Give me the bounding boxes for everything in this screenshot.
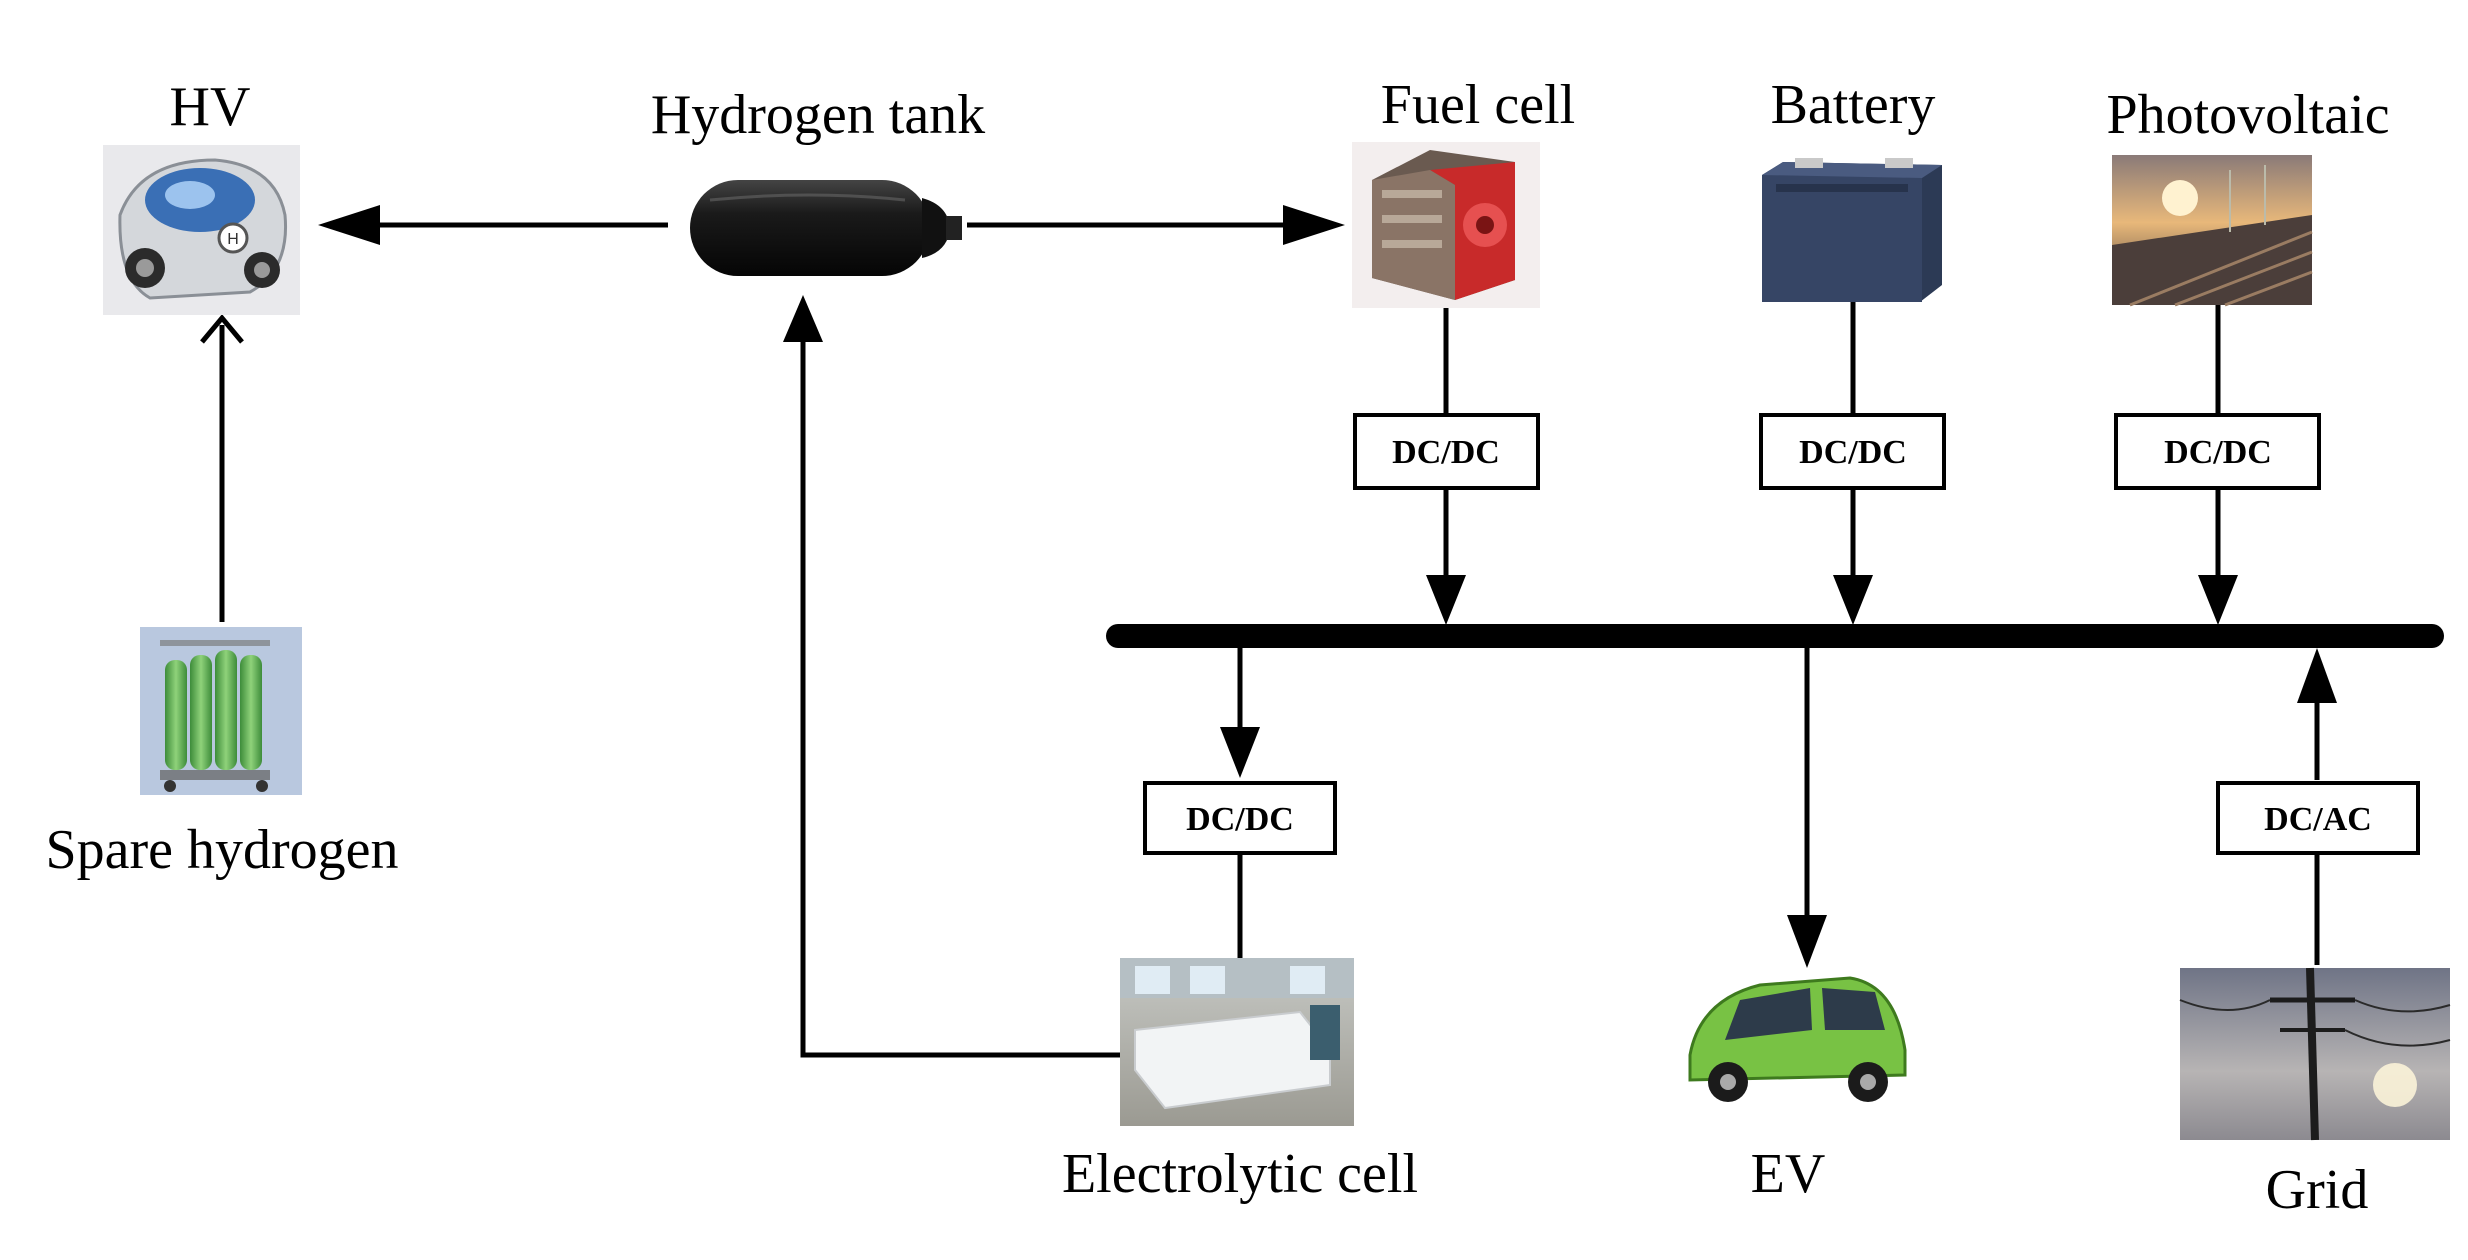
battery-icon [1762, 158, 1942, 302]
tank-to-hv-arrowhead [318, 205, 380, 245]
converter-photovoltaic: DC/DC [2114, 413, 2321, 490]
hydrogen-tank-icon [690, 180, 962, 276]
converter-grid-label: DC/AC [2264, 801, 2372, 838]
hydrogen-cylinders-icon [140, 627, 302, 795]
electrolyzer-arrowhead [1220, 727, 1260, 778]
converter-battery-label: DC/DC [1799, 434, 1907, 471]
converter-fuel-cell-label: DC/DC [1392, 434, 1500, 471]
hv-label: HV [170, 76, 251, 138]
battery-label: Battery [1771, 74, 1936, 136]
spare-to-hv-arrowhead [200, 314, 244, 344]
electrolyzer-icon [1120, 958, 1354, 1126]
converter-photovoltaic-label: DC/DC [2164, 434, 2272, 471]
photovoltaic-label: Photovoltaic [2106, 84, 2389, 146]
hydrogen-tank-label: Hydrogen tank [651, 84, 985, 146]
battery-arrowhead [1833, 575, 1873, 625]
electrolyzer-to-tank-line [800, 340, 1120, 1058]
converter-electrolytic-cell-label: DC/DC [1186, 801, 1294, 838]
svg-text:H: H [227, 231, 239, 248]
converter-grid: DC/AC [2216, 781, 2420, 855]
electric-vehicle-icon [1688, 976, 1907, 1102]
hydrogen-vehicle-icon: H [103, 145, 300, 315]
pv-arrowhead [2198, 575, 2238, 625]
grid-label: Grid [2266, 1159, 2369, 1221]
grid-arrowhead [2297, 648, 2337, 703]
fuel-cell-label: Fuel cell [1381, 74, 1575, 136]
photovoltaic-panel-icon [2112, 155, 2313, 307]
tank-to-fuelcell-arrowhead [1283, 205, 1345, 245]
electrolyzer-to-tank-arrowhead [783, 295, 823, 342]
electrolytic-cell-label: Electrolytic cell [1062, 1143, 1418, 1205]
fuelcell-arrowhead [1426, 575, 1466, 625]
fuel-cell-icon [1352, 142, 1540, 308]
ev-arrowhead [1787, 915, 1827, 968]
converter-fuel-cell: DC/DC [1353, 413, 1540, 490]
connections [200, 205, 2444, 1058]
converter-electrolytic-cell: DC/DC [1143, 781, 1337, 855]
power-grid-icon [2179, 967, 2451, 1141]
converter-battery: DC/DC [1759, 413, 1946, 490]
ev-label: EV [1751, 1143, 1826, 1205]
spare-hydrogen-label: Spare hydrogen [45, 819, 398, 881]
